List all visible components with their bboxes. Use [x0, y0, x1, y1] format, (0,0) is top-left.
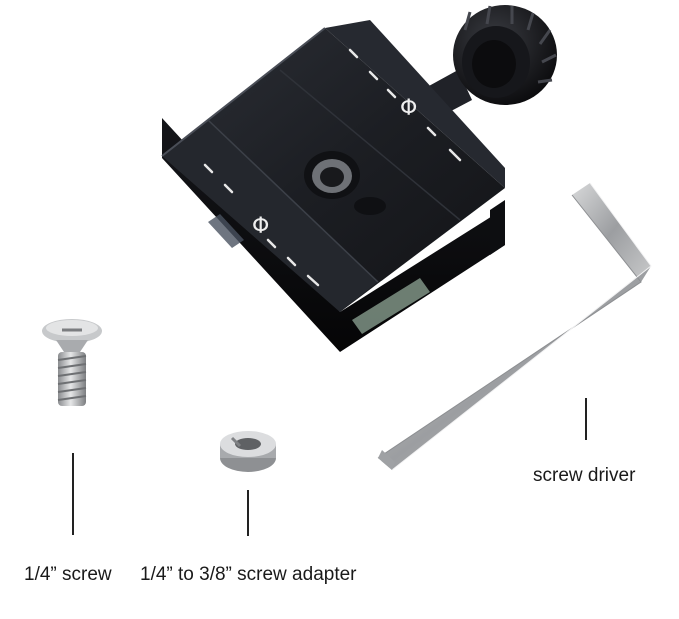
clamp: Φ Φ [161, 5, 557, 352]
screw-driver [377, 182, 652, 471]
mount-hole [304, 151, 360, 199]
adapter-label: 1/4” to 3/8” screw adapter [140, 564, 357, 585]
driver-pointer-line [585, 398, 587, 440]
scale-symbol: Φ [400, 96, 417, 121]
scale-marks [203, 163, 320, 287]
screw [42, 319, 102, 406]
screw-pointer-line [72, 453, 74, 535]
scale-marks [348, 48, 462, 162]
scale-symbol: Φ [252, 214, 269, 239]
screw-driver-label: screw driver [533, 465, 636, 486]
screw-label: 1/4” screw [24, 564, 112, 585]
clamp-knob[interactable] [453, 5, 557, 105]
bubble-level [208, 214, 244, 248]
adapter-pointer-line [247, 490, 249, 536]
screw-adapter [220, 431, 276, 472]
bubble-level [352, 278, 430, 334]
